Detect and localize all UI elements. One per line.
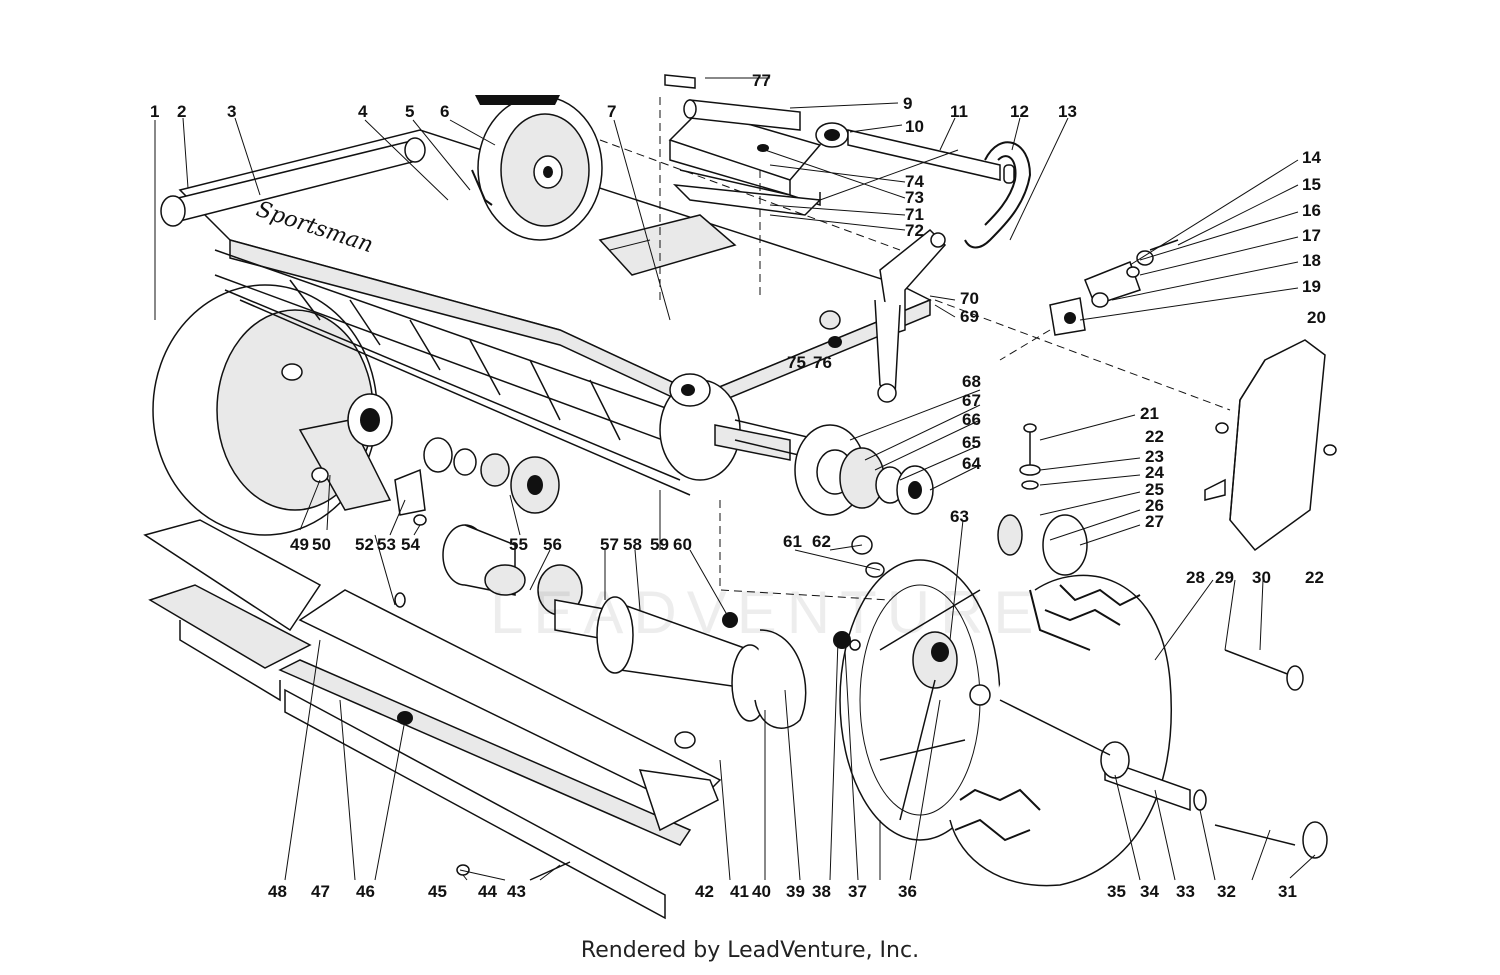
callout-23: 23 [1145, 447, 1164, 466]
callout-73: 73 [905, 188, 924, 207]
bolt-stack [1019, 422, 1337, 490]
callout-47: 47 [311, 882, 330, 901]
callout-41: 41 [730, 882, 749, 901]
callout-38: 38 [812, 882, 831, 901]
callout-58: 58 [623, 535, 642, 554]
callout-7: 7 [607, 102, 616, 121]
drive-chain [964, 141, 1032, 249]
callout-67: 67 [962, 391, 981, 410]
callout-37: 37 [848, 882, 867, 901]
callout-46: 46 [356, 882, 375, 901]
sprocket-assembly [734, 419, 934, 578]
callout-43: 43 [507, 882, 526, 901]
callout-57: 57 [600, 535, 619, 554]
callout-42: 42 [695, 882, 714, 901]
callout-49: 49 [290, 535, 309, 554]
callout-77: 77 [752, 71, 771, 90]
parts-drawing: Sportsman [143, 74, 1337, 920]
callout-4: 4 [358, 102, 368, 121]
callout-24: 24 [1145, 463, 1164, 482]
callout-21: 21 [1140, 404, 1159, 423]
callout-65: 65 [962, 433, 981, 452]
callout-25: 25 [1145, 480, 1164, 499]
callout-13: 13 [1058, 102, 1077, 121]
callout-40: 40 [752, 882, 771, 901]
drive-pulley [471, 95, 603, 241]
callout-27: 27 [1145, 512, 1164, 531]
callout-75: 75 [787, 353, 806, 372]
side-arm [819, 228, 947, 403]
callout-19: 19 [1302, 277, 1321, 296]
callout-34: 34 [1140, 882, 1159, 901]
callout-12: 12 [1010, 102, 1029, 121]
right-axle-parts [833, 631, 1328, 859]
callout-22: 22 [1145, 427, 1164, 446]
assembly-guides [599, 77, 1231, 601]
bed-knife-assembly [143, 519, 722, 920]
callout-33: 33 [1176, 882, 1195, 901]
front-axle-tube [160, 137, 426, 227]
callout-17: 17 [1302, 226, 1321, 245]
callout-74: 74 [905, 172, 924, 191]
callout-10: 10 [905, 117, 924, 136]
callout-62: 62 [812, 532, 831, 551]
bearing-bracket [664, 74, 1001, 216]
mounting-brackets [1049, 239, 1179, 336]
callout-61: 61 [783, 532, 802, 551]
callout-22-b: 22 [1305, 568, 1324, 587]
callout-labels: 1 2 3 4 5 6 7 9 10 11 12 13 14 15 16 17 … [150, 71, 1326, 901]
callout-68: 68 [962, 372, 981, 391]
callout-48: 48 [268, 882, 287, 901]
callout-50: 50 [312, 535, 331, 554]
callout-54: 54 [401, 535, 420, 554]
callout-69: 69 [960, 307, 979, 326]
callout-66: 66 [962, 410, 981, 429]
callout-64: 64 [962, 454, 981, 473]
callout-6: 6 [440, 102, 449, 121]
callout-71: 71 [905, 205, 924, 224]
callout-26: 26 [1145, 496, 1164, 515]
callout-2: 2 [177, 102, 186, 121]
side-shield [1204, 339, 1326, 552]
callout-15: 15 [1302, 175, 1321, 194]
footer-credit: Rendered by LeadVenture, Inc. [580, 938, 920, 963]
callout-39: 39 [786, 882, 805, 901]
callout-32: 32 [1217, 882, 1236, 901]
callout-45: 45 [428, 882, 447, 901]
callout-18: 18 [1302, 251, 1321, 270]
callout-16: 16 [1302, 201, 1321, 220]
callout-60: 60 [673, 535, 692, 554]
callout-59: 59 [650, 535, 669, 554]
callout-29: 29 [1215, 568, 1234, 587]
leader-lines [154, 102, 1316, 881]
callout-14: 14 [1302, 148, 1321, 167]
callout-52: 52 [355, 535, 374, 554]
callout-28: 28 [1186, 568, 1205, 587]
callout-11: 11 [950, 102, 968, 121]
callout-55: 55 [509, 535, 528, 554]
callout-35: 35 [1107, 882, 1126, 901]
callout-36: 36 [898, 882, 917, 901]
callout-1: 1 [150, 102, 159, 121]
callout-30: 30 [1252, 568, 1271, 587]
cutting-reel [214, 249, 791, 496]
callout-70: 70 [960, 289, 979, 308]
callout-76: 76 [813, 353, 832, 372]
callout-56: 56 [543, 535, 562, 554]
callout-53: 53 [377, 535, 396, 554]
callout-63: 63 [950, 507, 969, 526]
callout-31: 31 [1278, 882, 1297, 901]
callout-3: 3 [227, 102, 236, 121]
callout-20: 20 [1307, 308, 1326, 327]
callout-72: 72 [905, 221, 924, 240]
callout-5: 5 [405, 102, 414, 121]
callout-44: 44 [478, 882, 497, 901]
front-roller [442, 524, 807, 729]
callout-9: 9 [903, 94, 912, 113]
